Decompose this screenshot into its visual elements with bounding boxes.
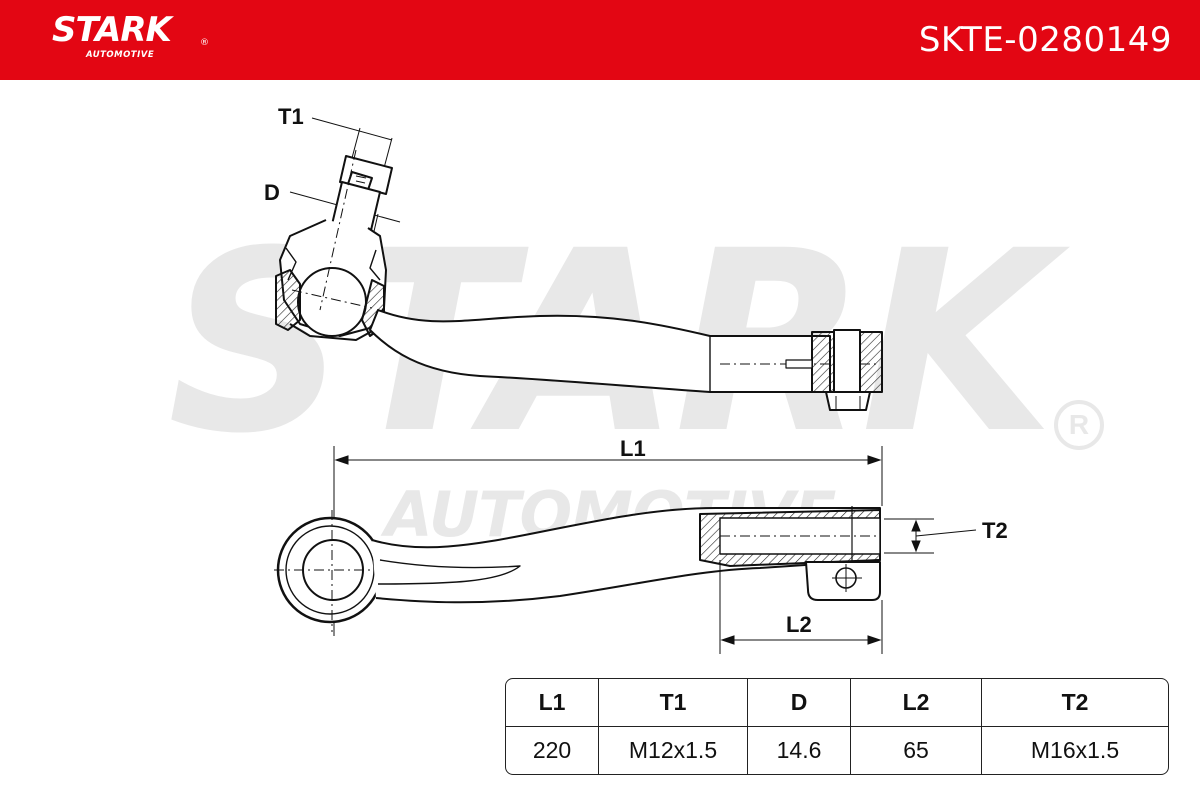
l2-dimension xyxy=(719,560,883,654)
spec-value-t1: M12x1.5 xyxy=(599,727,748,774)
stark-logo: STARK ® AUTOMOTIVE xyxy=(52,10,209,60)
ball-joint xyxy=(297,267,367,337)
logo-brand: STARK xyxy=(52,10,172,50)
logo-subtitle: AUTOMOTIVE xyxy=(86,50,155,60)
label-t1: T1 xyxy=(278,104,304,129)
label-l2: L2 xyxy=(786,612,812,637)
spec-value-l2: 65 xyxy=(851,727,982,774)
label-d: D xyxy=(264,180,280,205)
spec-value-t2: M16x1.5 xyxy=(1030,737,1120,763)
spec-header-t1: T1 xyxy=(599,679,748,727)
part-number: SKTE-0280149 xyxy=(918,20,1172,60)
spec-header-d: D xyxy=(748,679,851,727)
logo-registered-mark: ® xyxy=(200,38,209,48)
spec-header-l2: L2 xyxy=(851,679,982,727)
top-view xyxy=(274,506,881,632)
side-view xyxy=(275,117,883,411)
spec-header-row: L1 T1 D L2 T2 xyxy=(506,679,1168,727)
spec-value-d: 14.6 xyxy=(748,727,851,774)
t1-leader-line xyxy=(311,117,393,141)
t2-dimension xyxy=(884,518,977,554)
spec-header-l1: L1 xyxy=(506,679,599,727)
spec-value-row: 220 M12x1.5 14.6 65 M16x1.5 xyxy=(506,727,1168,774)
header-bar: STARK ® AUTOMOTIVE SKTE-0280149 xyxy=(0,0,1200,80)
label-l1: L1 xyxy=(620,436,646,461)
spec-header-t2: T2 xyxy=(982,679,1168,727)
clamp-bolt-head xyxy=(825,391,871,411)
spec-table: L1 T1 D L2 T2 220 M12x1.5 14.6 65 M16x1.… xyxy=(505,678,1169,775)
spec-value-l1: 220 xyxy=(506,727,599,774)
tie-rod-arm xyxy=(369,309,831,393)
label-t2: T2 xyxy=(982,518,1008,543)
